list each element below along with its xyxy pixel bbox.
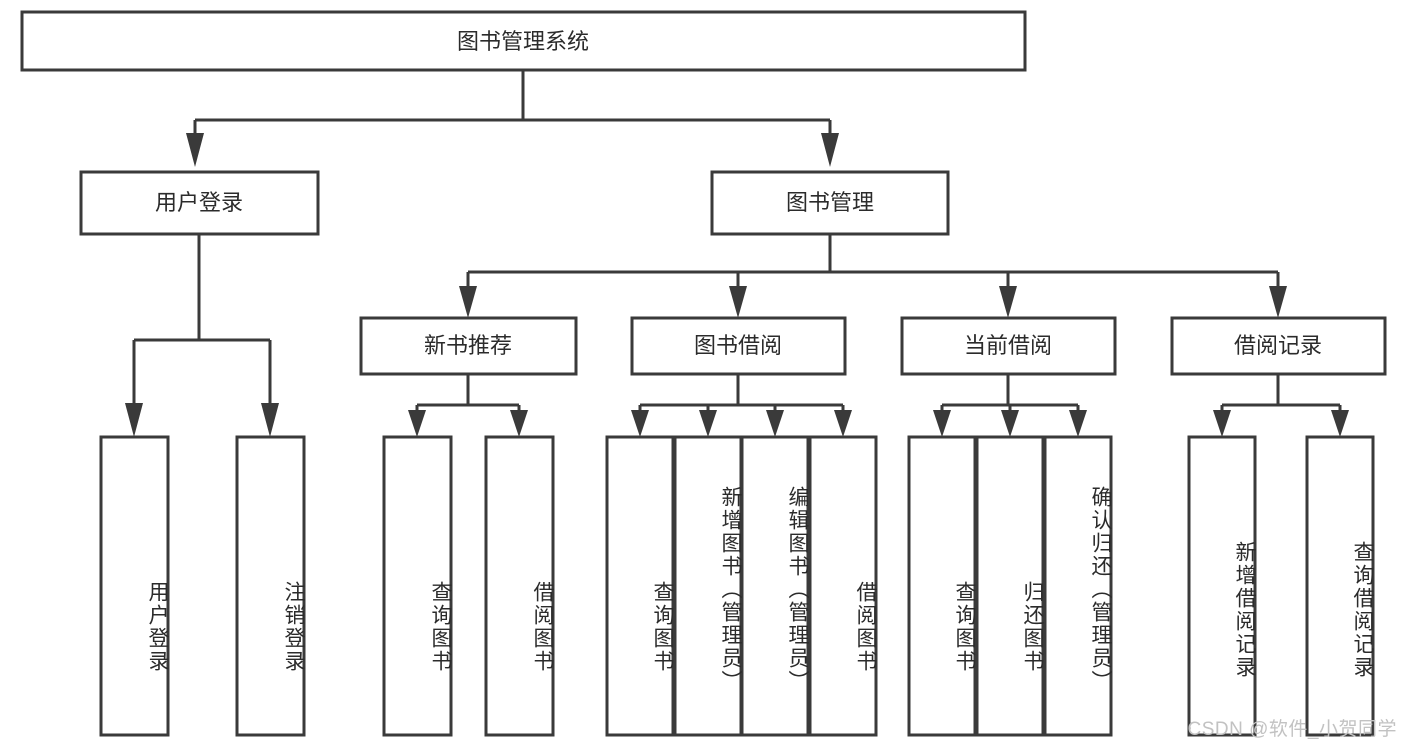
arrow-cb-leaf-2 [1001, 410, 1019, 437]
node-root-label: 图书管理系统 [457, 29, 589, 54]
node-user-login[interactable]: 用户登录 [79, 170, 320, 236]
arrow-user-login-leaf-1 [125, 403, 143, 437]
node-book-manage-box[interactable] [710, 170, 950, 236]
leaf-box-borrow-book-1[interactable] [484, 435, 555, 737]
node-new-book-recommend-label: 新书推荐 [424, 333, 512, 358]
arrow-bm-to-borrow-record [1269, 286, 1287, 318]
arrow-root-to-user-login [186, 133, 204, 167]
arrow-cb-leaf-3 [1069, 410, 1087, 437]
csdn-watermark: CSDN @软件_小贺同学 [1187, 719, 1397, 740]
arrow-root-to-book-manage [821, 133, 839, 167]
node-book-borrow[interactable]: 图书借阅 [630, 316, 847, 376]
leaf-box-logout[interactable] [235, 435, 306, 737]
node-user-login-label: 用户登录 [155, 190, 243, 215]
node-book-manage[interactable]: 图书管理 [710, 170, 950, 236]
node-user-login-box[interactable] [79, 170, 320, 236]
connector-group-book-borrow [631, 374, 852, 437]
node-new-book-recommend[interactable]: 新书推荐 [359, 316, 578, 376]
leaf-box-confirm-return[interactable] [1043, 435, 1113, 737]
node-new-book-recommend-box[interactable] [359, 316, 578, 376]
arrow-br-leaf-1 [1213, 410, 1231, 437]
node-borrow-record[interactable]: 借阅记录 [1170, 316, 1387, 376]
node-book-manage-label: 图书管理 [786, 190, 874, 215]
connector-group-book-manage [459, 234, 1287, 318]
node-borrow-record-box[interactable] [1170, 316, 1387, 376]
arrow-cb-leaf-1 [933, 410, 951, 437]
connector-group-user-login [125, 234, 279, 437]
node-root[interactable]: 图书管理系统 [20, 10, 1027, 72]
node-book-borrow-label: 图书借阅 [694, 333, 782, 358]
arrow-bb-leaf-2 [699, 410, 717, 437]
arrow-bm-to-new-book-recommend [459, 286, 477, 318]
arrow-bb-leaf-3 [766, 410, 784, 437]
connector-group-new-book-recommend [408, 374, 528, 437]
connector-group-borrow-record [1213, 374, 1349, 437]
leaf-box-return-book[interactable] [975, 435, 1045, 737]
node-current-borrow-label: 当前借阅 [964, 333, 1052, 358]
leaf-box-user-login[interactable] [99, 435, 170, 737]
arrow-bb-leaf-4 [834, 410, 852, 437]
leaf-box-query-book-3[interactable] [907, 435, 977, 737]
connector-group-root [186, 70, 839, 167]
arrow-bm-to-current-borrow [999, 286, 1017, 318]
arrow-user-login-leaf-2 [261, 403, 279, 437]
connector-group-current-borrow [933, 374, 1087, 437]
node-root-box[interactable] [20, 10, 1027, 72]
node-book-borrow-box[interactable] [630, 316, 847, 376]
arrow-nbr-leaf-2 [510, 410, 528, 437]
leaf-box-add-record[interactable] [1187, 435, 1257, 737]
leaf-box-add-book[interactable] [673, 435, 743, 737]
arrow-nbr-leaf-1 [408, 410, 426, 437]
leaf-box-borrow-book-2[interactable] [808, 435, 878, 737]
node-current-borrow[interactable]: 当前借阅 [900, 316, 1117, 376]
node-borrow-record-label: 借阅记录 [1234, 333, 1322, 358]
leaf-box-query-book-2[interactable] [605, 435, 675, 737]
leaf-box-query-book-1[interactable] [382, 435, 453, 737]
leaf-box-edit-book[interactable] [740, 435, 810, 737]
node-current-borrow-box[interactable] [900, 316, 1117, 376]
arrow-br-leaf-2 [1331, 410, 1349, 437]
leaf-box-query-record[interactable] [1305, 435, 1375, 737]
leaf-boxes [99, 435, 1375, 737]
arrow-bb-leaf-1 [631, 410, 649, 437]
arrow-bm-to-book-borrow [729, 286, 747, 318]
